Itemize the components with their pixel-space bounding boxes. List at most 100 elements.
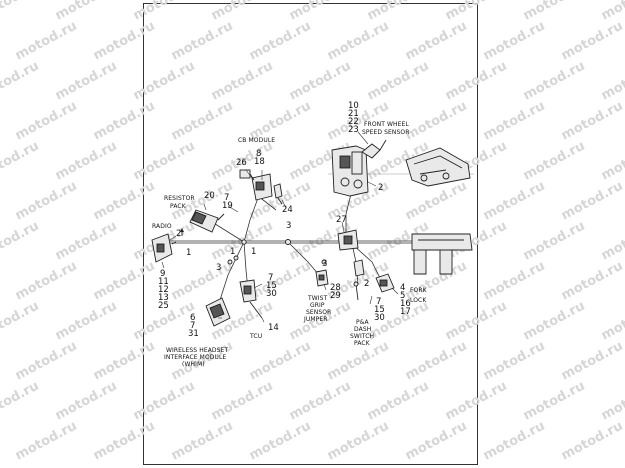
callout-wh-7: 7 (190, 321, 195, 331)
callout-17: 17 (400, 307, 411, 317)
watermark-text: motod.ru (521, 0, 588, 24)
callout-wh-6: 6 (190, 313, 195, 323)
callout-8: 8 (256, 149, 261, 159)
watermark-text: motod.ru (481, 19, 548, 64)
label-whim-1: WIRELESS HEADSET (166, 347, 228, 354)
watermark-text: motod.ru (0, 379, 42, 424)
callout-11: 11 (158, 277, 169, 287)
callout-26: 26 (236, 158, 247, 168)
watermark-text: motod.ru (599, 139, 625, 184)
callout-24: 24 (282, 205, 293, 215)
watermark-text: motod.ru (13, 419, 80, 464)
label-pa-1: P&A (356, 319, 369, 326)
radio (151, 233, 177, 263)
wireless-headset-interface-module (205, 297, 231, 327)
label-cb-module: CB MODULE (238, 137, 275, 144)
callout-22: 22 (348, 117, 359, 127)
callout-mid-3a: 3 (216, 263, 221, 273)
label-twist-1: TWIST (307, 295, 328, 302)
watermark-text: motod.ru (53, 59, 120, 104)
watermark-text: motod.ru (13, 259, 80, 304)
callout-18: 18 (254, 157, 265, 167)
watermark-text: motod.ru (53, 379, 120, 424)
label-whim-3: (WHIM) (182, 361, 205, 368)
callout-pa-30: 30 (374, 313, 385, 323)
watermark-text: motod.ru (599, 59, 625, 104)
watermark-text: motod.ru (559, 99, 625, 144)
watermark-text: motod.ru (0, 59, 42, 104)
watermark-text: motod.ru (559, 179, 625, 224)
watermark-text: motod.ru (599, 0, 625, 24)
label-front-wheel-2: SPEED SENSOR (362, 129, 410, 136)
callout-4: 4 (400, 283, 405, 293)
label-twist-2: GRIP (310, 302, 325, 309)
watermark-text: motod.ru (481, 99, 548, 144)
callout-16: 16 (400, 299, 411, 309)
callout-pa-7: 7 (376, 297, 381, 307)
label-twist-3: SENSOR (306, 309, 331, 316)
watermark-text: motod.ru (13, 19, 80, 64)
clip-markers (180, 228, 359, 287)
watermark-text: motod.ru (521, 379, 588, 424)
watermark-text: motod.ru (559, 419, 625, 464)
label-front-wheel-1: FRONT WHEEL (364, 121, 409, 128)
watermark-text: motod.ru (521, 299, 588, 344)
callout-mid-1b: 1 (251, 247, 256, 257)
watermark-text: motod.ru (481, 419, 548, 464)
callout-fw-2: 2 (378, 183, 383, 193)
callout-tcu-15: 15 (266, 281, 277, 291)
watermark-text: motod.ru (53, 139, 120, 184)
label-fork-2: LOCK (410, 297, 427, 304)
callout-21: 21 (348, 109, 359, 119)
watermark-text: motod.ru (53, 219, 120, 264)
callout-wh-31: 31 (188, 329, 199, 339)
fork-assembly (411, 233, 473, 275)
label-radio: RADIO (152, 223, 172, 230)
label-resistor-1: RESISTOR (164, 195, 195, 202)
label-whim-2: INTERFACE MODULE (164, 354, 226, 361)
watermark-text: motod.ru (13, 339, 80, 384)
watermark-text: motod.ru (599, 379, 625, 424)
callout-10: 10 (348, 101, 359, 111)
label-tcu: TCU (249, 333, 262, 340)
watermark-text: motod.ru (521, 219, 588, 264)
callout-29: 29 (330, 291, 341, 301)
callout-27: 27 (336, 215, 347, 225)
callout-23: 23 (348, 125, 359, 135)
label-fork-1: FORK (410, 287, 428, 294)
watermark-text: motod.ru (0, 299, 42, 344)
callout-mid-3b: 3 (286, 221, 291, 231)
callout-28: 28 (330, 283, 341, 293)
watermark-text: motod.ru (481, 259, 548, 304)
watermark-text: motod.ru (559, 259, 625, 304)
watermark-text: motod.ru (13, 99, 80, 144)
text-labels: 10 21 22 23 FRONT WHEEL SPEED SENSOR 2 C… (152, 101, 428, 368)
callout-pa-2: 2 (364, 279, 369, 289)
watermark-text: motod.ru (521, 59, 588, 104)
watermark-text: motod.ru (0, 139, 42, 184)
callout-rp-7: 7 (224, 193, 229, 203)
watermark-text: motod.ru (53, 0, 120, 24)
callout-13: 13 (158, 293, 169, 303)
watermark-text: motod.ru (53, 299, 120, 344)
callout-mid-3c: 3 (322, 259, 327, 269)
watermark-text: motod.ru (0, 0, 42, 24)
callout-radio-2: 2 (176, 229, 181, 239)
callout-19: 19 (222, 201, 233, 211)
callout-tcu-30: 30 (266, 289, 277, 299)
label-pa-4: PACK (354, 340, 371, 347)
pa-dash-switch-pack (353, 259, 395, 301)
callout-25: 25 (158, 301, 169, 311)
connector-27 (337, 229, 359, 251)
callout-mid-1a: 1 (230, 247, 235, 257)
label-resistor-2: PACK (170, 203, 187, 210)
front-wheel-speed-sensor-assembly (328, 139, 474, 197)
cb-module (239, 169, 283, 205)
watermark-text: motod.ru (559, 339, 625, 384)
callout-pa-15: 15 (374, 305, 385, 315)
watermark-text: motod.ru (559, 19, 625, 64)
callout-radio-1: 1 (186, 248, 191, 258)
watermark-text: motod.ru (599, 219, 625, 264)
label-twist-4: JUMPER (303, 316, 328, 323)
